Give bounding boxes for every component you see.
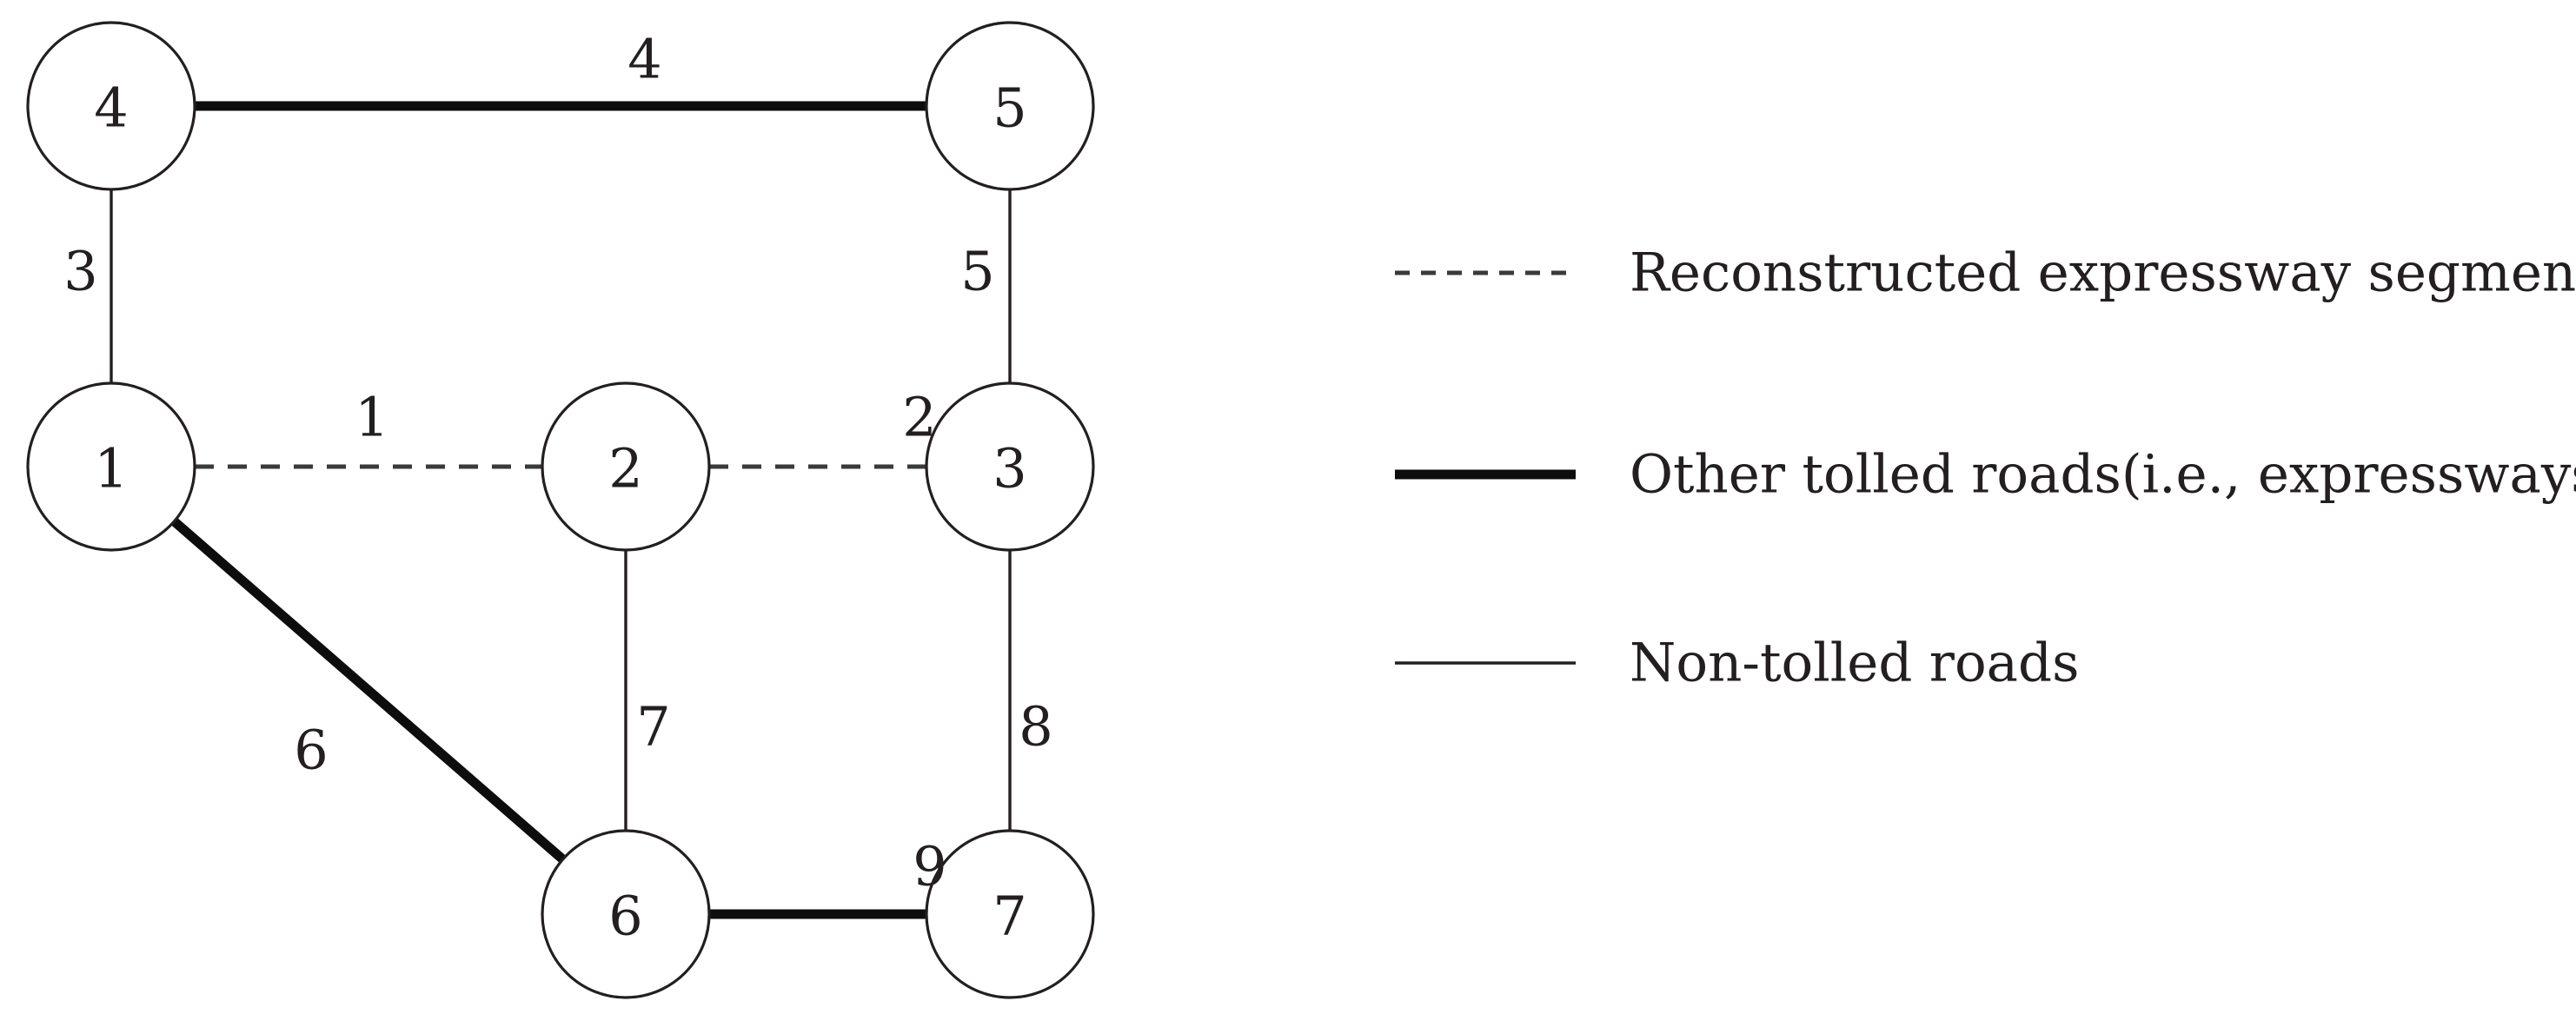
- edges-layer: [110, 101, 1012, 919]
- edge-weight-3-7: 8: [1019, 695, 1052, 759]
- legend-entry-tolled: Other tolled roads(i.e., expressways): [1395, 444, 2576, 506]
- node-6[interactable]: 6: [541, 829, 711, 999]
- node-5[interactable]: 5: [925, 21, 1095, 191]
- node-label-4: 4: [94, 76, 128, 140]
- node-label-2: 2: [608, 437, 642, 501]
- node-7[interactable]: 7: [925, 829, 1095, 999]
- node-label-3: 3: [993, 437, 1026, 501]
- legend-label-tolled: Other tolled roads(i.e., expressways): [1630, 444, 2576, 506]
- edge-weight-2-3: 2: [902, 386, 936, 449]
- node-label-1: 1: [94, 437, 128, 501]
- edge-weight-labels: 4 3 5 1 2 6 7 8 9: [63, 28, 1052, 898]
- node-circle-7[interactable]: [925, 829, 1095, 999]
- legend-entry-non-tolled: Non-tolled roads: [1395, 633, 2079, 694]
- edge-weight-4-1: 3: [63, 240, 97, 303]
- node-circle-5[interactable]: [925, 21, 1095, 191]
- legend-label-reconstructed: Reconstructed expressway segments: [1630, 242, 2576, 304]
- node-3[interactable]: 3: [925, 381, 1095, 552]
- edge-weight-5-3: 5: [960, 240, 994, 303]
- node-2[interactable]: 2: [541, 381, 711, 552]
- node-circle-4[interactable]: [26, 21, 196, 191]
- node-label-6: 6: [608, 885, 642, 948]
- edge-weight-6-7: 9: [913, 835, 946, 898]
- node-4[interactable]: 4: [26, 21, 196, 191]
- legend-label-non-tolled: Non-tolled roads: [1630, 633, 2079, 694]
- edge-weight-2-6: 7: [636, 695, 670, 759]
- edge-1-6: [170, 517, 567, 864]
- legend-entry-reconstructed: Reconstructed expressway segments: [1395, 242, 2576, 304]
- edge-weight-1-2: 1: [355, 386, 388, 449]
- edge-weight-1-6: 6: [294, 719, 328, 782]
- node-label-7: 7: [993, 885, 1026, 948]
- node-circle-3[interactable]: [925, 381, 1095, 552]
- node-circle-2[interactable]: [541, 381, 711, 552]
- node-circle-6[interactable]: [541, 829, 711, 999]
- node-label-5: 5: [993, 76, 1026, 140]
- edge-weight-4-5: 4: [627, 28, 661, 91]
- node-1[interactable]: 1: [26, 381, 196, 552]
- node-circle-1[interactable]: [26, 381, 196, 552]
